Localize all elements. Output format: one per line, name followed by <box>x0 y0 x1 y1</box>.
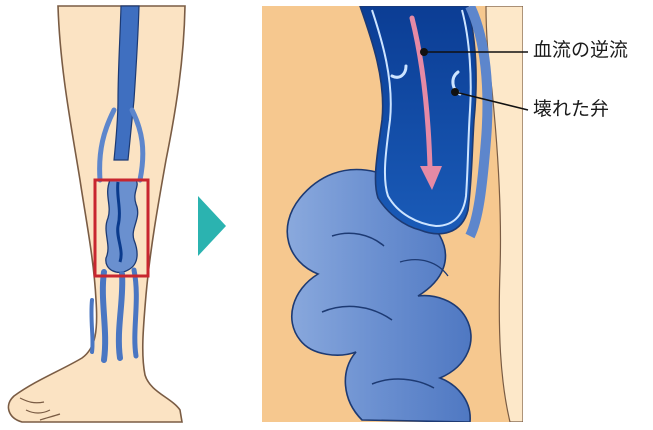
label-broken-valve: 壊れた弁 <box>533 100 609 119</box>
leg-silhouette <box>8 6 185 422</box>
lower-vein-1 <box>103 272 105 360</box>
lower-vein-3 <box>134 270 136 356</box>
zoom-panel <box>262 6 523 422</box>
teal-triangle-right-icon <box>198 196 226 256</box>
lower-vein-4 <box>91 300 92 352</box>
leg-illustration <box>8 6 185 422</box>
label-blood-reflux: 血流の逆流 <box>533 41 628 60</box>
lower-vein-2 <box>119 274 122 358</box>
